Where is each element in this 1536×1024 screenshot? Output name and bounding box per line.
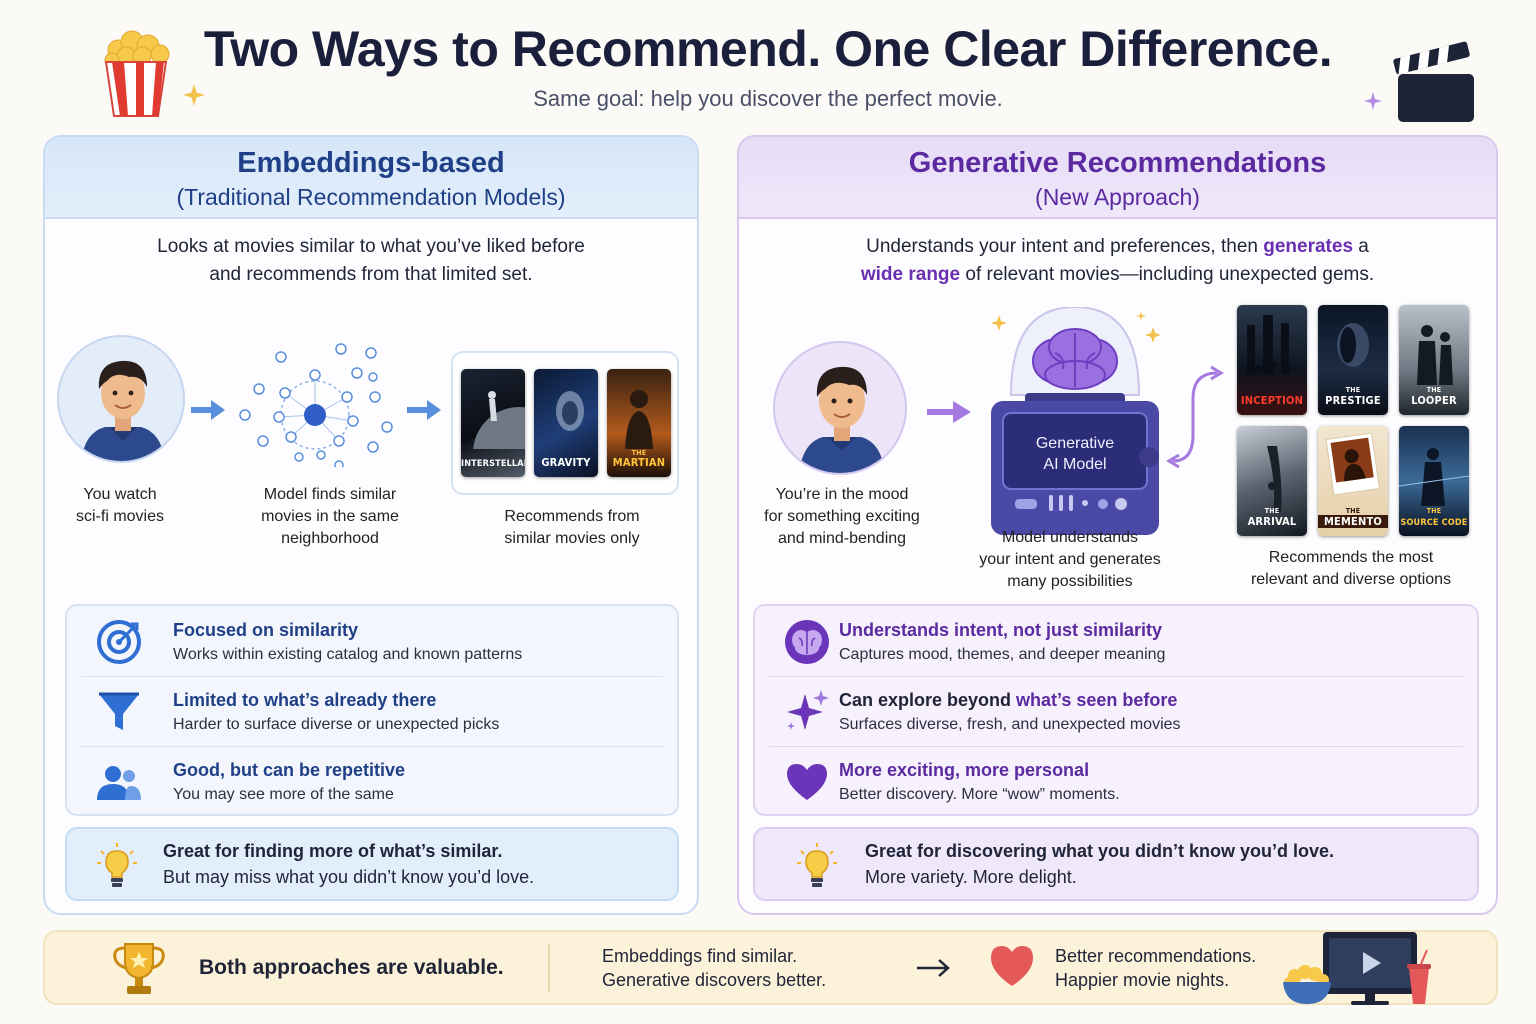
brain-icon	[785, 620, 829, 664]
clapperboard-icon	[1393, 41, 1474, 122]
users-icon	[97, 766, 141, 800]
embeddings-description: Looks at movies similar to what you’ve l…	[157, 236, 585, 285]
person-icon	[799, 366, 885, 473]
generative-panel-header: Generative Recommendations (New Approach…	[739, 137, 1496, 219]
embeddings-subtitle: (Traditional Recommendation Models)	[176, 184, 566, 210]
double-arrow-icon	[1166, 365, 1224, 469]
lightbulb-icon	[97, 843, 137, 887]
generative-panel: Generative Recommendations (New Approach…	[737, 135, 1498, 915]
footer-outcome: Better recommendations.Happier movie nig…	[1055, 946, 1257, 990]
trophy-icon	[113, 943, 165, 994]
movie-night-icon	[1283, 932, 1431, 1005]
movie-poster[interactable]: THE LOOPER	[1399, 305, 1469, 415]
movie-poster[interactable]: GRAVITY	[534, 369, 598, 477]
arrow-right-icon	[407, 400, 441, 420]
divider	[769, 746, 1463, 747]
divider	[548, 944, 550, 992]
generative-description: Understands your intent and preferences,…	[860, 236, 1375, 285]
footer-banner: Both approaches are valuable. Embeddings…	[43, 930, 1498, 1005]
divider	[81, 746, 663, 747]
generative-features: Understands intent, not just similarity …	[753, 604, 1479, 816]
movie-poster[interactable]: THE SOURCE CODE	[1399, 426, 1469, 536]
generative-title: Generative Recommendations	[908, 147, 1327, 179]
sparkle-icon	[787, 690, 829, 730]
page-title: Two Ways to Recommend. One Clear Differe…	[203, 21, 1333, 77]
arrow-right-icon	[917, 959, 950, 977]
movie-poster[interactable]: THE MEMENTO	[1318, 426, 1388, 536]
lightbulb-icon	[797, 843, 837, 887]
feature-row: Can explore beyond what’s seen before Su…	[755, 676, 1477, 744]
footer-valuable: Both approaches are valuable.	[199, 956, 504, 979]
sparkle-icon	[183, 84, 205, 106]
heart-icon	[991, 946, 1033, 986]
movie-poster[interactable]: THE ARRIVAL	[1237, 426, 1307, 536]
target-icon	[97, 620, 141, 664]
embeddings-features: Focused on similarity Works within exist…	[65, 604, 679, 816]
ai-model-machine	[991, 307, 1161, 535]
sparkle-icon	[1364, 92, 1382, 110]
embedding-cluster-graphic	[239, 343, 393, 467]
funnel-icon	[99, 692, 139, 730]
divider	[769, 676, 1463, 677]
person-icon	[81, 360, 165, 461]
feature-row: Understands intent, not just similarity …	[755, 606, 1477, 674]
embeddings-panel: Embeddings-based (Traditional Recommenda…	[43, 135, 699, 915]
generative-subtitle: (New Approach)	[1035, 184, 1200, 210]
footer-comparison: Embeddings find similar.Generative disco…	[602, 946, 827, 990]
page-subtitle: Same goal: help you discover the perfect…	[533, 86, 1003, 111]
arrow-right-icon	[927, 401, 971, 423]
arrow-right-icon	[191, 400, 225, 420]
generative-summary: Great for discovering what you didn’t kn…	[753, 827, 1479, 901]
embeddings-title: Embeddings-based	[237, 147, 505, 179]
heart-icon	[787, 764, 827, 800]
embeddings-panel-header: Embeddings-based (Traditional Recommenda…	[45, 137, 697, 219]
feature-row: More exciting, more personal Better disc…	[755, 746, 1477, 814]
feature-row: Focused on similarity Works within exist…	[67, 606, 677, 674]
feature-row: Limited to what’s already there Harder t…	[67, 676, 677, 744]
movie-poster[interactable]: INCEPTION	[1237, 305, 1307, 415]
recommended-posters-box: INTERSTELLAR GRAVITY THE MARTIAN	[451, 351, 679, 495]
embeddings-summary: Great for finding more of what’s similar…	[65, 827, 679, 901]
feature-row: Good, but can be repetitive You may see …	[67, 746, 677, 814]
user-avatar	[773, 341, 907, 475]
movie-poster[interactable]: THE MARTIAN	[607, 369, 671, 477]
movie-poster[interactable]: THE PRESTIGE	[1318, 305, 1388, 415]
user-avatar	[57, 335, 185, 463]
popcorn-icon	[104, 30, 170, 117]
movie-poster[interactable]: INTERSTELLAR	[461, 369, 525, 477]
divider	[81, 676, 663, 677]
